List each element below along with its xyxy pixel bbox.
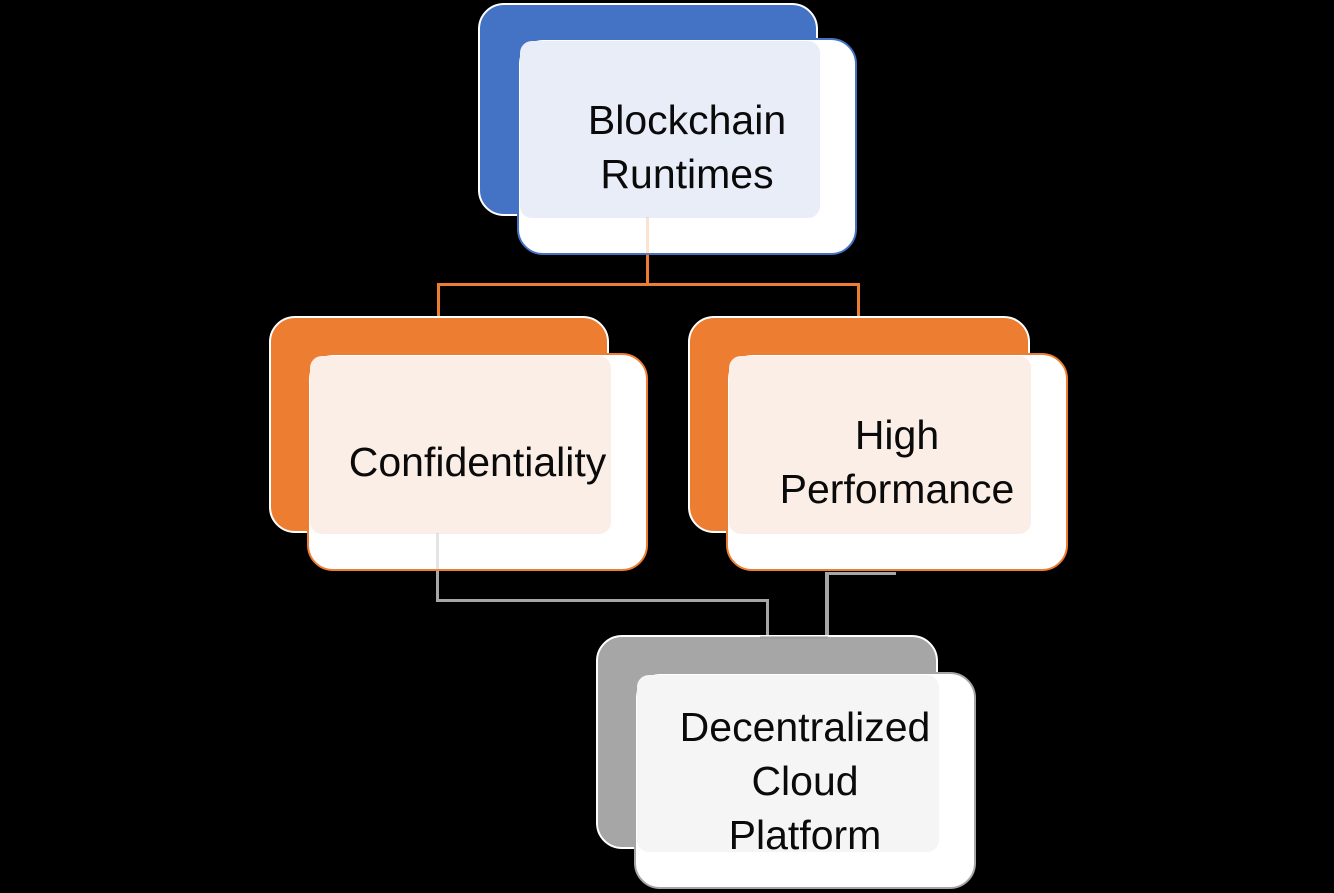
- connector-root-to-high-performance: [857, 283, 860, 317]
- node-tint-fill: [729, 356, 1031, 534]
- node-card: Blockchain Runtimes: [517, 38, 857, 255]
- node-label: Blockchain Runtimes: [587, 96, 787, 197]
- node-card: Confidentiality: [307, 353, 648, 571]
- connector-confidentiality-to-platform: [766, 599, 769, 636]
- node-tint-fill: [520, 41, 820, 218]
- connector-confidentiality-stem-faint: [436, 533, 439, 571]
- connector-confidentiality-horizontal: [436, 599, 769, 602]
- node-tint-fill: [310, 356, 611, 534]
- connector-root-stem-faint: [646, 217, 649, 255]
- node-label: Decentralized Cloud Platform: [679, 703, 931, 858]
- connector-high-performance-horizontal: [825, 572, 896, 575]
- connector-high-performance-to-platform: [825, 572, 829, 636]
- connector-root-stem: [646, 255, 649, 286]
- node-card: High Performance: [726, 353, 1068, 571]
- node-card: Decentralized Cloud Platform: [634, 672, 976, 889]
- connector-confidentiality-stem: [436, 571, 439, 602]
- node-tint-fill: [637, 675, 939, 852]
- connector-platform-top-seam: [760, 636, 828, 639]
- connector-root-branch-horizontal: [437, 283, 860, 286]
- node-label: High Performance: [779, 412, 1015, 512]
- node-label: Confidentiality: [348, 439, 607, 485]
- connector-root-to-confidentiality: [437, 283, 440, 317]
